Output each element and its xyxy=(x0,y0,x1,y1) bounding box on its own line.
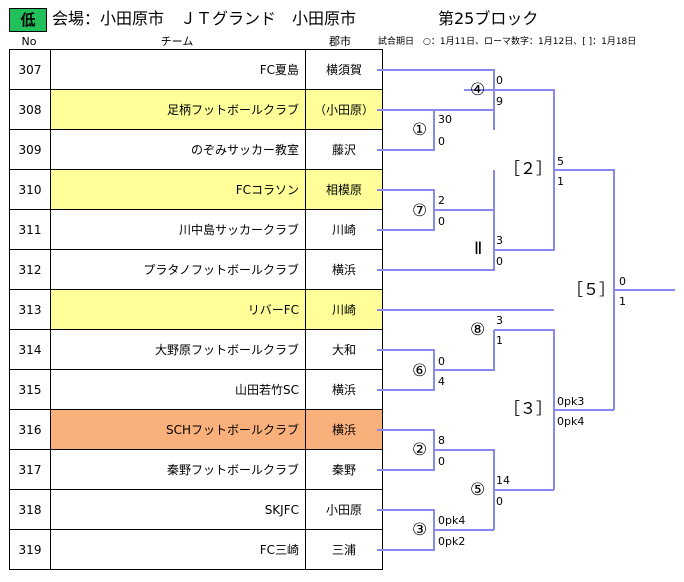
score-m6-bottom: 4 xyxy=(438,375,445,388)
team-name: 山田若竹SC xyxy=(50,369,306,410)
team-city: 横浜 xyxy=(305,369,383,410)
match-marker-3: ③ xyxy=(412,520,428,540)
team-city: 秦野 xyxy=(305,449,383,490)
team-no: 309 xyxy=(9,129,51,170)
score-m8-top: 3 xyxy=(496,314,503,327)
team-name: FC三崎 xyxy=(50,529,306,570)
venue-title: 会場：小田原市 ＪＴグランド 小田原市 xyxy=(52,9,357,28)
team-name: 川中島サッカークラブ xyxy=(50,209,306,250)
tier-badge: 低 xyxy=(9,8,47,32)
team-no: 311 xyxy=(9,209,51,250)
match-marker-5: ⑤ xyxy=(470,480,486,500)
team-no: 317 xyxy=(9,449,51,490)
col-header-team: チーム xyxy=(160,35,194,48)
score-m7-top: 2 xyxy=(438,194,445,207)
score-m2-bottom: 0 xyxy=(438,455,445,468)
team-name: SCHフットボールクラブ xyxy=(50,409,306,450)
team-no: 313 xyxy=(9,289,51,330)
bracket-line xyxy=(494,329,555,490)
round-marker-5: ［５］ xyxy=(567,280,616,299)
match-marker-1: ① xyxy=(412,120,428,140)
score-m1-bottom: 0 xyxy=(438,135,445,148)
bracket-line xyxy=(377,109,435,151)
score-m1-top: 30 xyxy=(438,113,452,126)
team-no: 319 xyxy=(9,529,51,570)
score-m3-bottom: 0pk2 xyxy=(438,535,466,548)
score-mII-top: 3 xyxy=(496,234,503,247)
score-r2-bottom: 1 xyxy=(557,175,564,188)
schedule-note: 試合期日 ○：1月11日、ローマ数字：1月12日、[ ]：1月18日 xyxy=(378,37,637,47)
team-city: （小田原） xyxy=(305,89,383,130)
round-marker-2: ［２］ xyxy=(504,159,553,178)
bracket-line xyxy=(493,170,555,251)
col-header-city: 郡市 xyxy=(329,35,351,48)
match-marker-2: ② xyxy=(412,440,428,460)
team-no: 312 xyxy=(9,249,51,290)
match-marker-4: ④ xyxy=(470,80,486,100)
score-m6-top: 0 xyxy=(438,355,445,368)
score-m5-top: 14 xyxy=(496,474,510,487)
team-no: 307 xyxy=(9,49,51,90)
team-city: 相模原 xyxy=(305,169,383,210)
team-city: 小田原 xyxy=(305,489,383,530)
team-no: 314 xyxy=(9,329,51,370)
bracket-line xyxy=(554,169,615,410)
team-city: 藤沢 xyxy=(305,129,383,170)
score-m4-top: 0 xyxy=(496,74,503,87)
score-m3-top: 0pk4 xyxy=(438,514,466,527)
match-marker-7: ⑦ xyxy=(412,201,428,221)
score-m5-bottom: 0 xyxy=(496,495,503,508)
team-no: 318 xyxy=(9,489,51,530)
team-no: 316 xyxy=(9,409,51,450)
match-marker-6: ⑥ xyxy=(412,361,428,381)
score-mII-bottom: 0 xyxy=(496,255,503,268)
bracket-line xyxy=(434,449,495,530)
team-name: 足柄フットボールクラブ xyxy=(50,89,306,130)
score-r3-bottom: 0pk4 xyxy=(557,415,585,428)
match-marker-8: ⑧ xyxy=(470,320,486,340)
match-marker-II: Ⅱ xyxy=(474,239,483,259)
team-city: 川崎 xyxy=(305,209,383,250)
bracket-line xyxy=(434,330,495,371)
col-header-no: No xyxy=(21,35,37,48)
team-name: FCコラソン xyxy=(50,169,306,210)
score-r2-top: 5 xyxy=(557,155,564,168)
score-m7-bottom: 0 xyxy=(438,215,445,228)
team-city: 大和 xyxy=(305,329,383,370)
team-name: 秦野フットボールクラブ xyxy=(50,449,306,490)
round-marker-3: ［３］ xyxy=(504,399,553,418)
block-title: 第25ブロック xyxy=(438,9,539,28)
score-r5-bottom: 1 xyxy=(619,295,626,308)
team-no: 310 xyxy=(9,169,51,210)
bracket-line xyxy=(494,89,555,170)
team-name: のぞみサッカー教室 xyxy=(50,129,306,170)
score-m2-top: 8 xyxy=(438,434,445,447)
score-m4-bottom: 9 xyxy=(496,95,503,108)
team-name: リバーFC xyxy=(50,289,306,330)
team-city: 横須賀 xyxy=(305,49,383,90)
team-city: 川崎 xyxy=(305,289,383,330)
score-r5-top: 0 xyxy=(619,275,626,288)
score-r3-top: 0pk3 xyxy=(557,395,585,408)
score-m8-bottom: 1 xyxy=(496,334,503,347)
